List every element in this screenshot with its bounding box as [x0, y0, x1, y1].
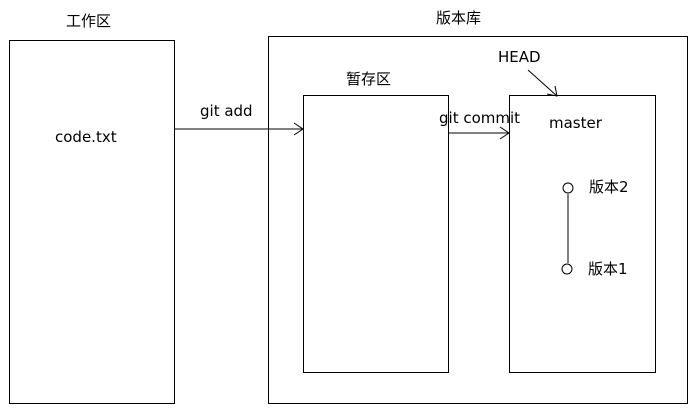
staging-area-box — [303, 95, 449, 373]
head-label: HEAD — [498, 48, 541, 66]
repository-title: 版本库 — [436, 9, 482, 27]
working-directory-box — [9, 40, 175, 404]
branch-name: master — [549, 114, 602, 132]
commit-label-1: 版本1 — [588, 260, 628, 278]
commit-label-2: 版本2 — [589, 178, 629, 196]
file-label: code.txt — [55, 128, 117, 146]
repository-box — [268, 36, 688, 404]
git-add-label: git add — [200, 102, 253, 120]
staging-area-title: 暂存区 — [346, 70, 392, 88]
working-directory-title: 工作区 — [66, 12, 112, 30]
git-commit-label: git commit — [439, 109, 521, 127]
branch-box — [509, 95, 656, 373]
